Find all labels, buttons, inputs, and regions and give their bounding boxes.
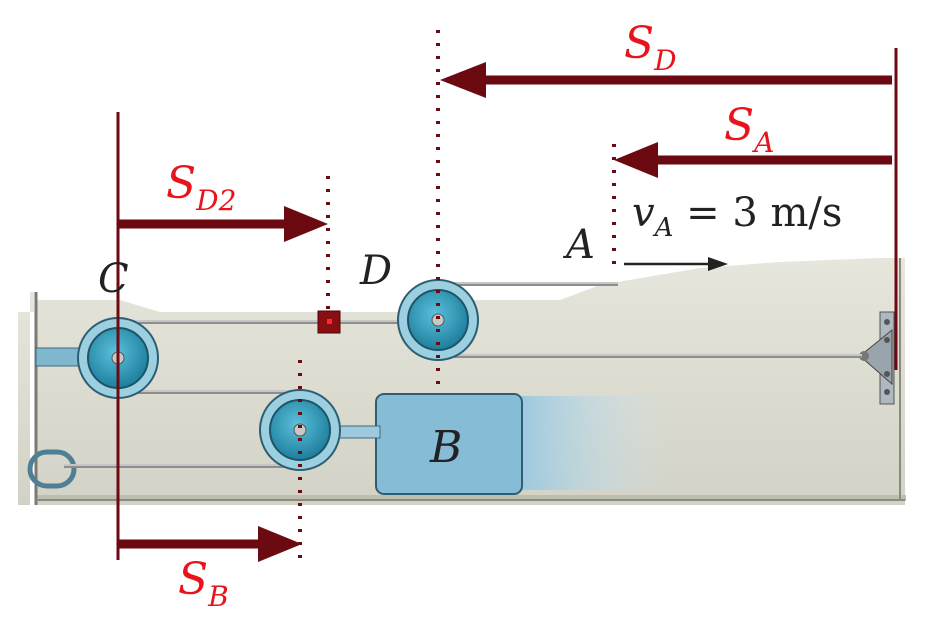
cable-highlights [64, 282, 862, 466]
label-s-d: SD [624, 18, 677, 77]
dotted-lines [298, 30, 616, 560]
frame [18, 258, 906, 505]
label-point-a: A [562, 222, 595, 268]
dimension-arrows [118, 62, 892, 562]
pulley-d [397, 279, 479, 361]
label-block-b: B [429, 422, 462, 473]
label-s-a: SA [724, 100, 774, 159]
label-point-c: C [98, 256, 129, 302]
pulley-b [259, 389, 341, 471]
label-point-d: D [359, 248, 392, 294]
label-s-b: SB [178, 554, 229, 613]
right-arrow-icon [624, 257, 728, 271]
label-s-d2: SD2 [166, 158, 236, 217]
label-velocity: vA = 3 m/s [632, 190, 842, 243]
cable-marker-dot [327, 319, 332, 324]
cables [64, 282, 862, 468]
bracket-icon [859, 311, 895, 405]
hook-icon [27, 449, 77, 489]
